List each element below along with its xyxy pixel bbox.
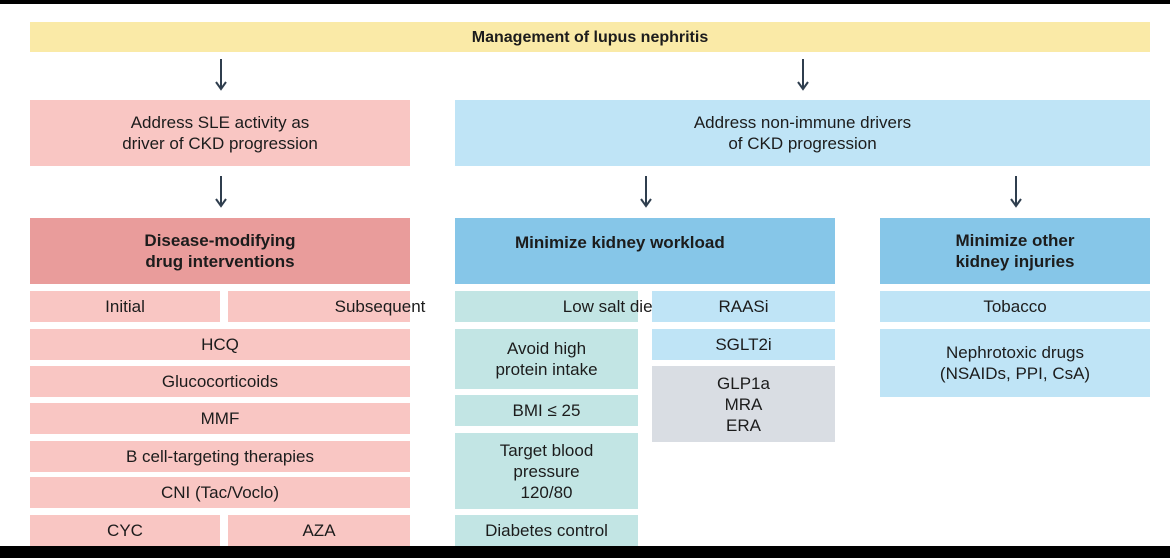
arrow-down-icon — [639, 176, 653, 208]
drug-cyc: CYC — [30, 515, 220, 546]
diagram-title: Management of lupus nephritis — [30, 22, 1150, 52]
drug-cni: CNI (Tac/Voclo) — [30, 477, 410, 508]
avoid-high-protein: Avoid high protein intake — [455, 329, 638, 389]
arrow-down-icon — [796, 59, 810, 91]
drug-hcq: HCQ — [30, 329, 410, 360]
subsequent-label-text: Subsequent — [334, 297, 426, 316]
subsequent-label — [228, 291, 410, 322]
non-immune-header: Address non-immune drivers of CKD progre… — [455, 100, 1150, 166]
initial-label: Initial — [30, 291, 220, 322]
arrow-down-icon — [214, 176, 228, 208]
arrow-down-icon — [1009, 176, 1023, 208]
arrow-down-icon — [214, 59, 228, 91]
target-blood-pressure: Target blood pressure 120/80 — [455, 433, 638, 509]
drug-mmf: MMF — [30, 403, 410, 434]
kidney-injuries-category: Minimize other kidney injuries — [880, 218, 1150, 284]
drug-b-cell-therapies: B cell-targeting therapies — [30, 441, 410, 472]
drug-raasi: RAASi — [652, 291, 835, 322]
other-drugs: GLP1a MRA ERA — [652, 366, 835, 442]
low-salt-diet — [455, 291, 638, 322]
drug-glucocorticoids: Glucocorticoids — [30, 366, 410, 397]
low-salt-diet-text: Low salt diet — [562, 297, 658, 316]
bmi-target: BMI ≤ 25 — [455, 395, 638, 426]
nephrotoxic-drugs: Nephrotoxic drugs (NSAIDs, PPI, CsA) — [880, 329, 1150, 397]
top-border — [0, 0, 1170, 4]
disease-modifying-category: Disease-modifying drug interventions — [30, 218, 410, 284]
kidney-workload-category: Minimize kidney workload — [455, 218, 835, 284]
drug-sglt2i: SGLT2i — [652, 329, 835, 360]
drug-aza: AZA — [228, 515, 410, 546]
sle-activity-header: Address SLE activity as driver of CKD pr… — [30, 100, 410, 166]
tobacco: Tobacco — [880, 291, 1150, 322]
diabetes-control: Diabetes control — [455, 515, 638, 546]
bottom-border — [0, 546, 1170, 558]
